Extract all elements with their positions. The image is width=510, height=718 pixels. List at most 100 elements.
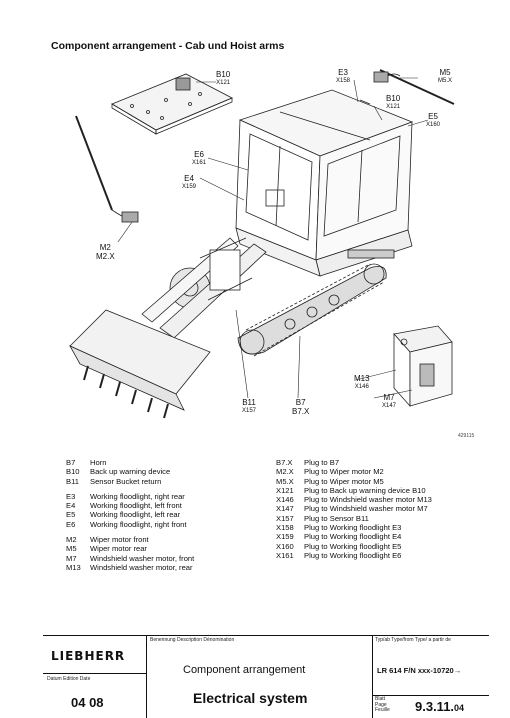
legend-row: M2 Wiper motor front <box>66 535 194 544</box>
legend-row: X160 Plug to Working floodlight E5 <box>276 542 432 551</box>
legend-text: Plug to B7 <box>304 458 340 467</box>
legend-code: B7.X <box>276 458 293 467</box>
legend-code: B10 <box>66 467 80 477</box>
legend-row: M2.X Plug to Wiper motor M2 <box>276 467 432 476</box>
callout-b10-top-code: B10 <box>216 70 231 79</box>
legend-text: Plug to Windshield washer motor M7 <box>304 504 428 514</box>
callout-b10-right: B10 X121 <box>386 94 400 112</box>
legend-code: X160 <box>276 541 294 551</box>
model-number: LR 614 F/N xxx-10720→ <box>377 666 462 675</box>
callout-leaders <box>117 77 429 399</box>
roof-plate-drawing <box>111 73 233 135</box>
legend-code: M5 <box>66 544 77 554</box>
legend-code: X121 <box>276 485 294 495</box>
legend-text: Plug to Sensor B11 <box>304 513 369 523</box>
crawler-loader-illustration <box>69 69 455 419</box>
legend-code: X146 <box>276 495 294 505</box>
callout-e4-plug: X159 <box>182 184 197 190</box>
liebherr-logo: LIEBHERR <box>51 649 126 663</box>
callout-b10-right-code: B10 <box>386 94 401 103</box>
callout-e6-code: E6 <box>194 150 204 159</box>
callout-e4: E4 X159 <box>182 174 196 192</box>
legend-text: Plug to Working floodlight E4 <box>304 532 402 542</box>
legend-text: Wiper motor front <box>90 535 149 545</box>
callout-m2: M2 M2.X <box>96 243 115 261</box>
legend-text: Windshield washer motor, front <box>90 553 195 563</box>
page-number: 9.3.11.04 <box>415 699 464 714</box>
callout-m7: M7 X147 <box>382 393 396 411</box>
legend-row: M5 Wiper motor rear <box>66 544 194 553</box>
callout-b7: B7 B7.X <box>292 398 309 416</box>
washer-tank-drawing <box>393 325 453 408</box>
callout-m5-plug: M5.X <box>438 78 453 84</box>
rear-wiper-drawing <box>373 69 455 105</box>
callout-m13: M13 X146 <box>354 374 370 392</box>
legend-row: X158 Plug to Working floodlight E3 <box>276 523 432 532</box>
legend-row: M13 Windshield washer motor, rear <box>66 563 194 572</box>
legend-code: X161 <box>276 550 294 560</box>
callout-e5-plug: X160 <box>426 122 441 128</box>
engine-housing-drawing <box>235 227 413 277</box>
callout-m7-plug: X147 <box>382 403 397 409</box>
description-line2: Electrical system <box>193 690 308 706</box>
callout-m2-code: M2 <box>99 243 111 252</box>
legend-text: Plug to Windshield washer motor M13 <box>304 495 432 505</box>
legend-code: E4 <box>66 501 76 511</box>
designation-caption: Benennung Description Dénomination <box>150 637 235 643</box>
edition-date: 04 08 <box>71 695 104 710</box>
callout-e3: E3 X158 <box>336 68 350 86</box>
page-number-main: 9.3.11. <box>415 699 455 714</box>
callout-e5-code: E5 <box>428 112 438 121</box>
legend-code: X147 <box>276 504 294 514</box>
hoist-arm-drawing <box>141 237 267 339</box>
callout-e5: E5 X160 <box>426 112 440 130</box>
legend-row: M7 Windshield washer motor, front <box>66 554 194 563</box>
legend-group-motors: M2 Wiper motor front M5 Wiper motor rear M… <box>66 535 194 572</box>
callout-b10-top-plug: X121 <box>216 80 231 86</box>
legend-text: Plug to Working floodlight E3 <box>304 523 402 533</box>
legend-code: M2 <box>66 535 77 545</box>
legend-row: X146 Plug to Windshield washer motor M13 <box>276 495 432 504</box>
bucket-drawing <box>69 309 211 419</box>
legend-code: E6 <box>66 519 76 529</box>
legend-text: Plug to Working floodlight E6 <box>304 550 402 560</box>
callout-b11-plug: X157 <box>242 408 257 414</box>
legend-text: Working floodlight, right rear <box>90 491 185 501</box>
callout-b7-code: B7 <box>295 398 306 407</box>
legend-code: M2.X <box>276 467 294 477</box>
page-title: Component arrangement - Cab und Hoist ar… <box>51 40 285 52</box>
figure-number: 429115 <box>458 433 475 439</box>
legend-code: M7 <box>66 553 77 563</box>
legend-text: Sensor Bucket return <box>90 476 162 486</box>
legend-code: X158 <box>276 523 294 533</box>
legend-code: E5 <box>66 510 76 520</box>
legend-row: B10 Back up warning device <box>66 467 194 476</box>
date-caption: Datum Edition Date <box>47 676 91 682</box>
legend-text: Back up warning device <box>90 467 171 477</box>
legend-plugs: B7.X Plug to B7 M2.X Plug to Wiper motor M… <box>276 458 432 560</box>
callout-b10-top: B10 X121 <box>216 70 230 88</box>
callout-e4-code: E4 <box>184 174 194 183</box>
legend-text: Plug to Wiper motor M2 <box>304 467 384 477</box>
front-wiper-drawing <box>75 115 139 223</box>
legend-row: X161 Plug to Working floodlight E6 <box>276 551 432 560</box>
legend-text: Wiper motor rear <box>90 544 147 554</box>
legend-code: M13 <box>66 562 81 572</box>
title-block: LIEBHERR Datum Edition Date 04 08 Benenn… <box>43 635 489 718</box>
legend-text: Windshield washer motor, rear <box>90 562 193 572</box>
callout-m7-code: M7 <box>383 393 395 402</box>
callout-e3-code: E3 <box>338 68 348 77</box>
legend-text: Plug to Working floodlight E5 <box>304 541 402 551</box>
legend-code: B7 <box>66 458 76 467</box>
